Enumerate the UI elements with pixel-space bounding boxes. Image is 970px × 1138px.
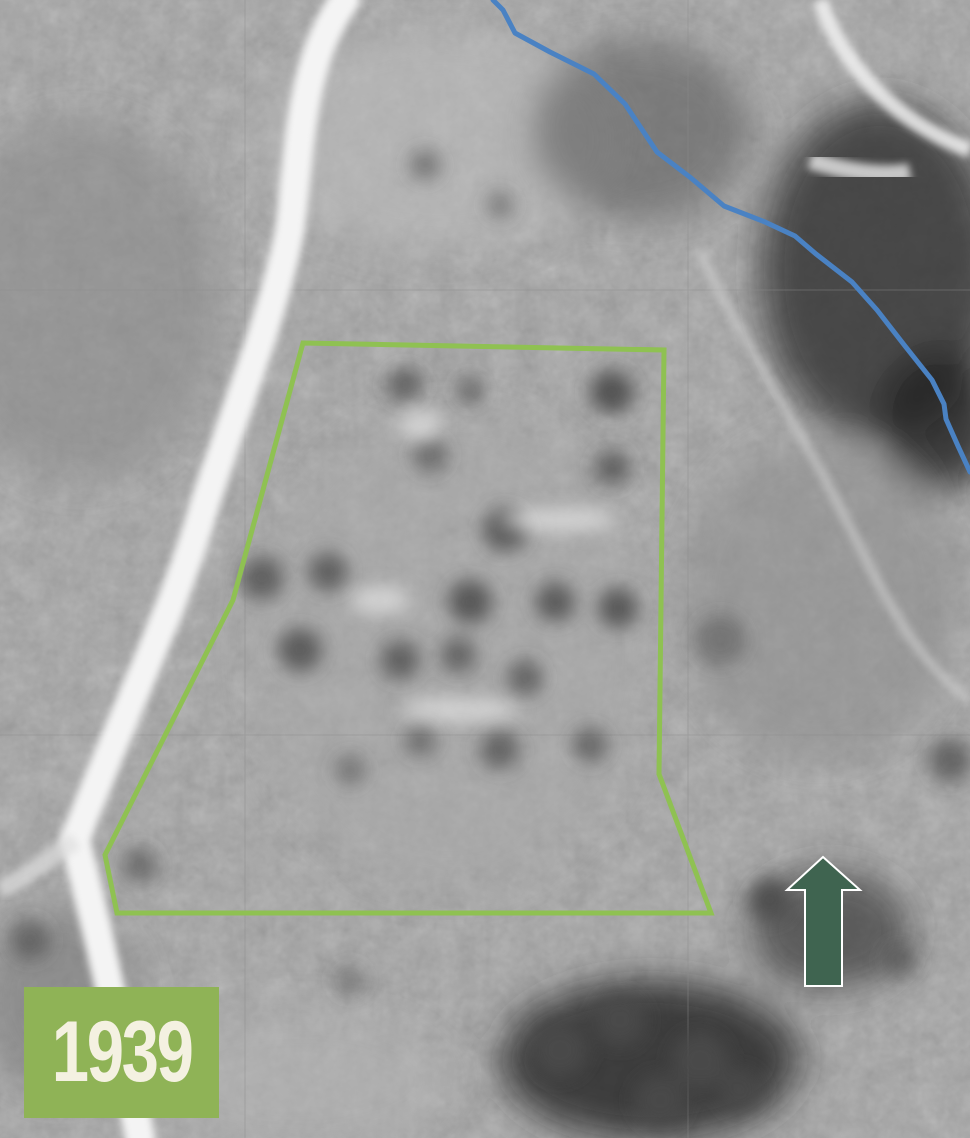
road-branch xyxy=(0,832,81,899)
faint-track xyxy=(695,248,970,705)
year-text: 1939 xyxy=(51,1004,194,1100)
tree-canopies xyxy=(10,149,970,1126)
year-label: 1939 xyxy=(24,987,219,1118)
light-clearings xyxy=(350,409,620,722)
curved-track xyxy=(812,0,970,158)
river-line xyxy=(490,0,970,475)
north-arrow-icon xyxy=(784,855,863,987)
light-patch xyxy=(807,151,912,184)
site-boundary xyxy=(102,340,715,916)
road xyxy=(59,0,360,1138)
